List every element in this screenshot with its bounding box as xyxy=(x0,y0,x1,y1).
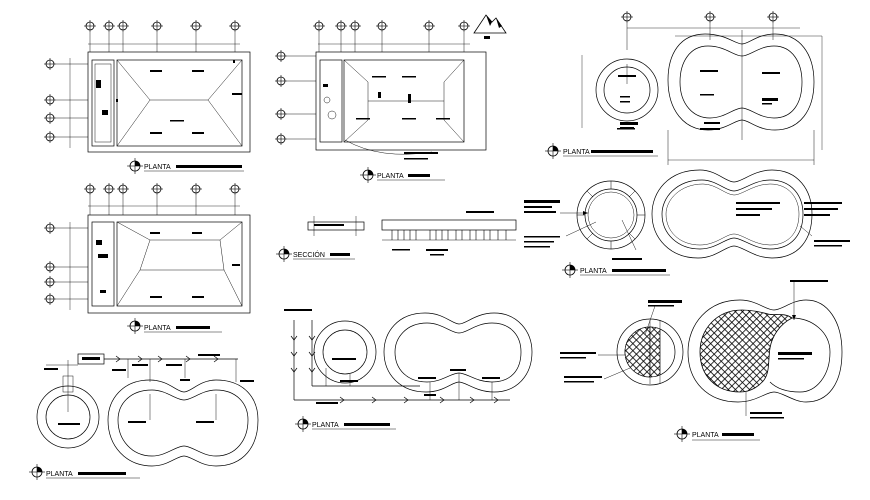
view-title-pool-plan-2: PLANTA xyxy=(562,262,670,278)
view-title-roof-plan-3: PLANTA xyxy=(127,318,222,334)
axis-markers-left xyxy=(275,50,316,145)
flow-arrows xyxy=(290,335,499,404)
planta-label: PLANTA xyxy=(312,422,339,429)
pool-plan-4: PLANTA xyxy=(284,309,533,432)
axis-markers-left xyxy=(44,58,88,148)
roof-plan-1: PLANTA xyxy=(44,20,251,174)
axis-markers-top xyxy=(84,20,241,52)
pool-plan-1: PLANTA xyxy=(545,11,823,165)
section-stripes xyxy=(391,230,507,240)
axis-markers-top xyxy=(313,20,470,52)
planta-label: PLANTA xyxy=(692,432,719,439)
planta-label: PLANTA xyxy=(580,268,607,275)
flow-arrows xyxy=(115,355,219,363)
view-title-pool-plan-5: PLANTA xyxy=(674,426,760,442)
north-arrow-mountain-icon xyxy=(473,14,507,39)
view-title-pool-plan-1: PLANTA xyxy=(545,143,658,159)
view-title-roof-plan-2: PLANTA xyxy=(360,167,445,183)
axis-markers-top xyxy=(84,183,241,215)
roof-plan-3: PLANTA xyxy=(44,183,251,334)
pool-plan-2: PLANTA xyxy=(524,169,850,278)
planta-label: PLANTA xyxy=(377,173,404,180)
planta-label: PLANTA xyxy=(46,471,73,478)
view-title-pool-plan-3: PLANTA xyxy=(29,464,140,480)
axis-markers-left xyxy=(44,222,88,310)
pool-plan-3: PLANTA xyxy=(29,353,259,480)
planta-label: PLANTA xyxy=(144,325,171,332)
planta-label: PLANTA xyxy=(563,149,590,156)
roof-plan-2: PLANTA xyxy=(275,20,487,183)
planta-label: PLANTA xyxy=(144,164,171,171)
seccion-label: SECCIÓN xyxy=(293,250,325,259)
view-title-section: SECCIÓN xyxy=(276,246,355,262)
section-view: SECCIÓN xyxy=(276,211,517,262)
coping-segments-circle xyxy=(577,181,645,249)
view-title-pool-plan-4: PLANTA xyxy=(295,416,396,432)
view-title-roof-plan-1: PLANTA xyxy=(127,158,244,174)
pool-plan-5: PLANTA xyxy=(560,280,843,442)
